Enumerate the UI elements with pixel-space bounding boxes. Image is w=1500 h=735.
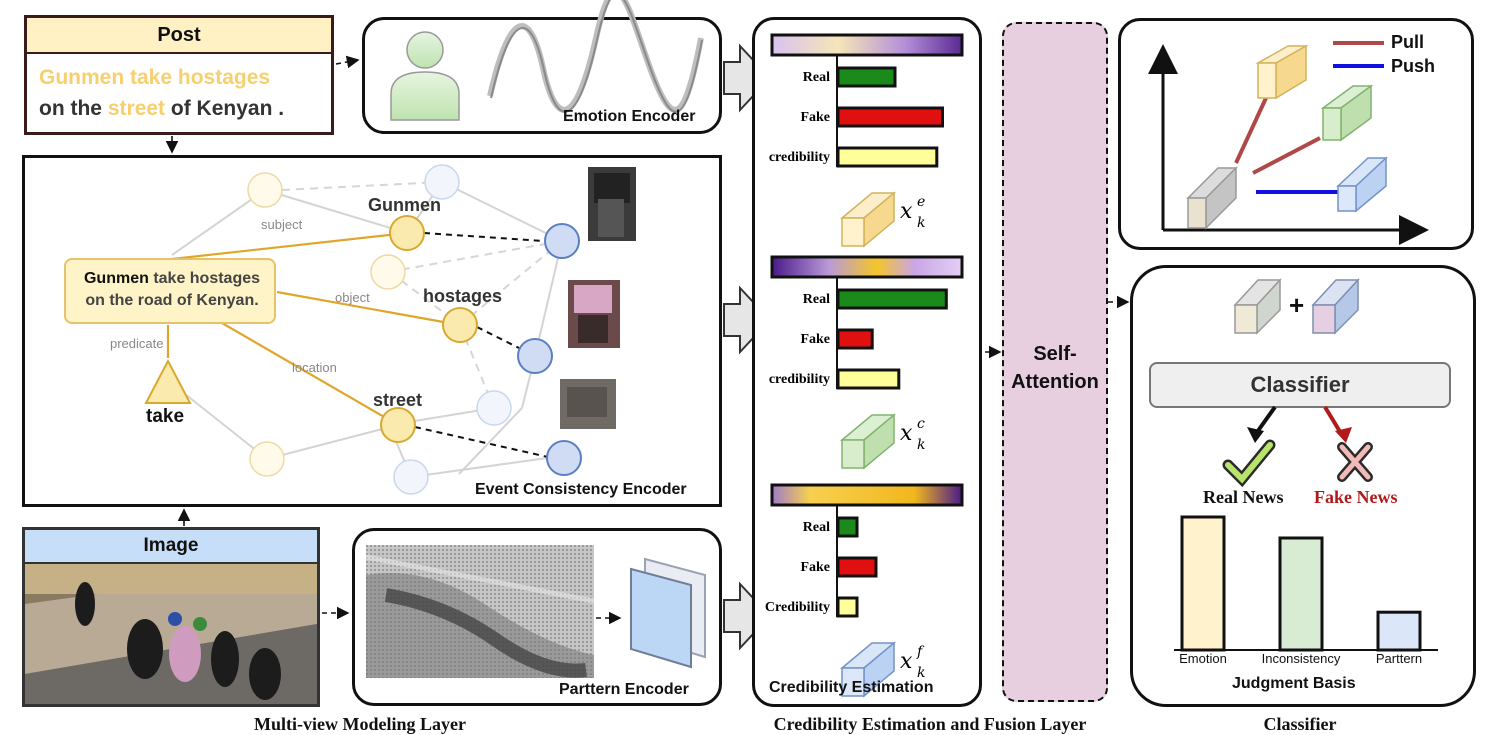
node-label-gunmen: Gunmen [368, 195, 442, 215]
feature-symbol: x [900, 649, 913, 674]
credibility-bar-real [836, 516, 859, 538]
credibility-bar-label: Fake [800, 332, 830, 347]
self-attention-line1: Self- [1033, 343, 1077, 365]
credibility-bar-fake [836, 106, 944, 128]
pull-label: Pull [1391, 32, 1425, 52]
post-text-highlight: Gunmen take hostages [39, 66, 271, 89]
credibility-bar-label: credibility [769, 372, 830, 387]
pattern-image [365, 545, 595, 678]
caption-classifier: Classifier [1263, 714, 1337, 734]
attention-gradient-bar [770, 255, 964, 279]
node-label-take: take [146, 406, 185, 427]
credibility-bar-label: Credibility [765, 600, 830, 615]
self-attention-line2: Attention [1011, 371, 1099, 393]
post-panel: Post Gunmen take hostages on the street … [24, 15, 334, 135]
person-icon [390, 31, 460, 121]
feature-cube-front [841, 667, 865, 697]
caption-credibility-fusion: Credibility Estimation and Fusion Layer [773, 714, 1087, 734]
judgment-basis-title: Judgment Basis [1232, 675, 1356, 692]
claim-text-rest: take hostages [153, 270, 261, 287]
self-attention-label: Self- Attention [1002, 340, 1108, 396]
attention-gradient-bar [770, 483, 964, 507]
contrast-plot [1148, 41, 1429, 245]
edge-label-subject: subject [261, 217, 303, 232]
post-header: Post [27, 18, 331, 54]
credibility-bar-label: Real [803, 520, 830, 535]
event-consistency-label: Event Consistency Encoder [475, 481, 687, 498]
judgment-basis-bar [1278, 536, 1324, 652]
push-label: Push [1391, 56, 1436, 76]
post-text-plain-end: of Kenyan . [170, 97, 285, 120]
real-news-label: Real News [1203, 487, 1284, 507]
event-graph [144, 164, 636, 495]
feature-superscript: e [917, 194, 925, 210]
credibility-bar-label: Real [803, 70, 830, 85]
credibility-bar-credibility [836, 596, 859, 618]
feature-cube-front [841, 439, 865, 469]
image-header: Image [25, 530, 317, 564]
classifier-box-label: Classifier [1250, 372, 1350, 397]
feature-subscript: k [917, 215, 925, 231]
news-photo [25, 564, 317, 704]
feature-subscript: k [917, 437, 925, 453]
emotion-encoder-label: Emotion Encoder [563, 108, 696, 125]
credibility-bar-fake [836, 328, 874, 350]
credibility-bar-real [836, 66, 897, 88]
feature-superscript: f [916, 644, 925, 660]
feature-symbol: x [900, 421, 913, 446]
attention-gradient-bar [770, 33, 964, 57]
feature-subscript: k [917, 665, 925, 681]
feature-symbol: x [900, 199, 913, 224]
claim-box: Gunmen take hostages on the road of Keny… [64, 258, 276, 324]
node-label-street: street [373, 390, 423, 410]
credibility-panel [752, 17, 982, 707]
post-text-plain: on the [39, 97, 102, 120]
edge-label-predicate: predicate [110, 336, 164, 351]
credibility-bar-credibility [836, 368, 901, 390]
feature-cube-front [841, 217, 865, 247]
feature-superscript: c [917, 416, 925, 432]
credibility-bar-label: credibility [769, 150, 830, 165]
image-panel: Image [22, 527, 320, 707]
pattern-encoder-label: Parttern Encoder [559, 681, 689, 698]
judgment-basis-label: Inconsistency [1261, 651, 1341, 666]
node-label-hostages: hostages [423, 286, 503, 306]
claim-text-line2: on the road of Kenyan. [85, 292, 259, 309]
judgment-basis-bar [1180, 515, 1226, 652]
post-text: Gunmen take hostages on the street of Ke… [27, 54, 331, 124]
credibility-bar-real [836, 288, 948, 310]
post-text-highlight-street: street [107, 97, 166, 120]
edge-label-location: location [292, 360, 337, 375]
claim-text-bold: Gunmen [83, 270, 149, 287]
fake-news-label: Fake News [1314, 487, 1398, 507]
judgment-basis-label: Parttern [1375, 651, 1423, 666]
edge-label-object: object [335, 290, 370, 305]
plus-symbol: + [1289, 290, 1305, 320]
credibility-bar-credibility [836, 146, 939, 168]
cnn-layer-icon [630, 557, 706, 669]
self-attention-block [1002, 22, 1108, 702]
caption-multiview: Multi-view Modeling Layer [254, 714, 466, 734]
judgment-basis-label: Emotion [1179, 651, 1227, 666]
credibility-bar-label: Real [803, 292, 830, 307]
credibility-bar-label: Fake [800, 560, 830, 575]
emotion-wave-icon [487, 0, 704, 113]
credibility-bar-fake [836, 556, 878, 578]
classifier-graphics [1149, 278, 1451, 652]
credibility-label: Credibility Estimation [769, 679, 934, 696]
judgment-basis-bar [1376, 610, 1422, 652]
credibility-bar-label: Fake [800, 110, 830, 125]
